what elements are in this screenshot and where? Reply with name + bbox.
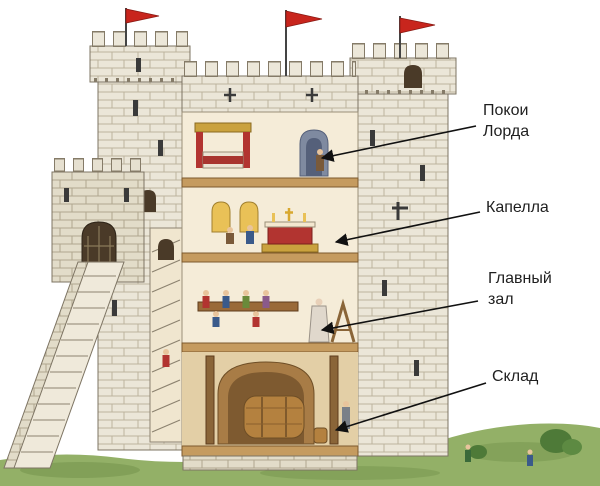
- barrel: [243, 395, 305, 439]
- center-flag-icon: [285, 10, 323, 76]
- label-main-hall-line1: Главный: [488, 270, 552, 287]
- arrow-lord-chambers: [320, 125, 477, 162]
- center-battlement: [181, 10, 359, 113]
- lord-bed: [194, 122, 252, 169]
- right-flag-icon: [399, 16, 436, 58]
- tower-stair-cutaway: [149, 227, 183, 443]
- castle-base: [182, 455, 358, 471]
- label-lord-chambers: Покои Лорда: [483, 100, 529, 142]
- left-flag-icon: [125, 8, 160, 46]
- label-lord-chambers-line2: Лорда: [483, 123, 530, 140]
- label-storage: Склад: [492, 366, 538, 387]
- arrow-chapel: [334, 211, 481, 246]
- label-main-hall: Главный зал: [488, 268, 552, 310]
- label-storage-line1: Склад: [492, 368, 539, 385]
- arrow-main-hall: [320, 300, 479, 335]
- arrow-storage: [334, 382, 487, 433]
- label-main-hall-line2: зал: [488, 291, 514, 308]
- right-tower: [349, 16, 457, 457]
- label-lord-chambers-line1: Покои: [483, 102, 529, 119]
- floor-chapel: [181, 201, 359, 263]
- annotation-arrows: [320, 125, 487, 433]
- cutaway-interior: [181, 111, 359, 457]
- floor-storage: [181, 352, 359, 457]
- label-chapel: Капелла: [486, 197, 549, 218]
- grass-figures: [465, 429, 582, 466]
- floor-lord-chambers: [181, 122, 359, 188]
- label-chapel-line1: Капелла: [486, 199, 549, 216]
- staircase: [3, 261, 125, 469]
